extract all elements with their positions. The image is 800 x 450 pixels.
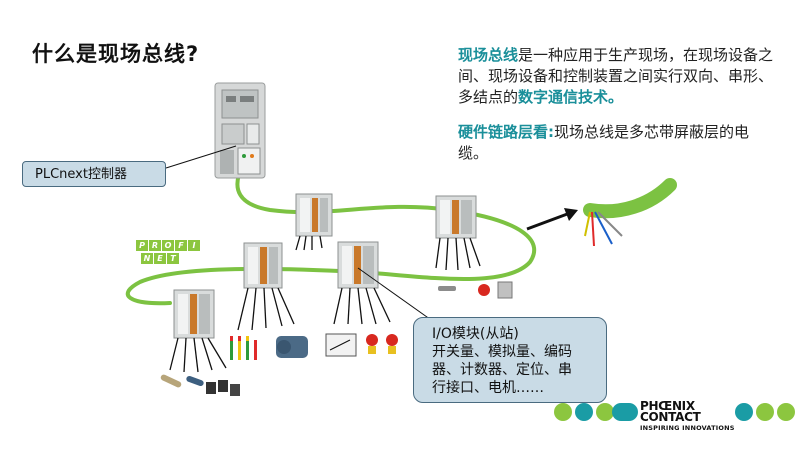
shielded-cable-image [583,178,677,247]
plc-controller [214,82,266,179]
term-hardware-layer: 硬件链路层看: [458,123,554,141]
io-station-1 [295,193,333,237]
hardware-body: 现场总线是多芯带屏蔽层的电缆。 [458,123,750,162]
profinet-letter: T [167,253,179,264]
io-station-2 [435,195,477,239]
brand-dots-left [554,403,638,421]
brand-name-line-1: PHŒNIX [640,399,695,413]
io-callout-pointer [357,267,435,323]
io-station-5 [173,289,215,339]
profinet-row-2: N E T [136,253,200,264]
io-station-3 [243,242,283,289]
io-station-4 [337,241,379,289]
profinet-letter: P [136,240,148,251]
plc-callout: PLCnext控制器 [22,161,166,187]
profinet-letter: I [188,240,200,251]
io-callout-line-2: 开关量、模拟量、编码 [432,344,572,360]
plc-callout-pointer [165,145,237,169]
definition-text: 现场总线是一种应用于生产现场，在现场设备之间、现场设备和控制装置之间实行双向、串… [458,45,778,164]
arrow-icon [526,208,578,231]
profinet-letter: N [141,253,153,264]
profinet-row-1: P R O F I [136,240,200,251]
profinet-letter: R [149,240,161,251]
brand-slogan: INSPIRING INNOVATIONS [640,424,735,432]
definition-paragraph: 现场总线是一种应用于生产现场，在现场设备之间、现场设备和控制装置之间实行双向、串… [458,45,778,108]
io-callout-line-4: 行接口、电机…… [432,380,544,396]
io-callout-line-1: I/O模块(从站) [432,326,519,342]
page-title: 什么是现场总线? [32,42,200,66]
term-digital-communication: 数字通信技术。 [518,88,624,106]
drop-cables [169,235,481,373]
io-module-callout: I/O模块(从站) 开关量、模拟量、编码 器、计数器、定位、串 行接口、电机…… [413,317,607,403]
brand-name-line-2: CONTACT [640,410,701,424]
profinet-letter: O [162,240,174,251]
profinet-logo: P R O F I N E T [136,240,200,266]
profinet-letter: F [175,240,187,251]
term-fieldbus: 现场总线 [458,46,519,64]
field-devices [160,281,513,396]
hardware-paragraph: 硬件链路层看:现场总线是多芯带屏蔽层的电缆。 [458,122,778,164]
profinet-letter: E [154,253,166,264]
io-callout-line-3: 器、计数器、定位、串 [432,362,572,378]
definition-body: 是一种应用于生产现场，在现场设备之间、现场设备和控制装置之间实行双向、串形、多结… [458,46,774,106]
phoenix-contact-logo: PHŒNIX CONTACT INSPIRING INNOVATIONS [640,399,735,432]
brand-dots-right [735,403,795,421]
